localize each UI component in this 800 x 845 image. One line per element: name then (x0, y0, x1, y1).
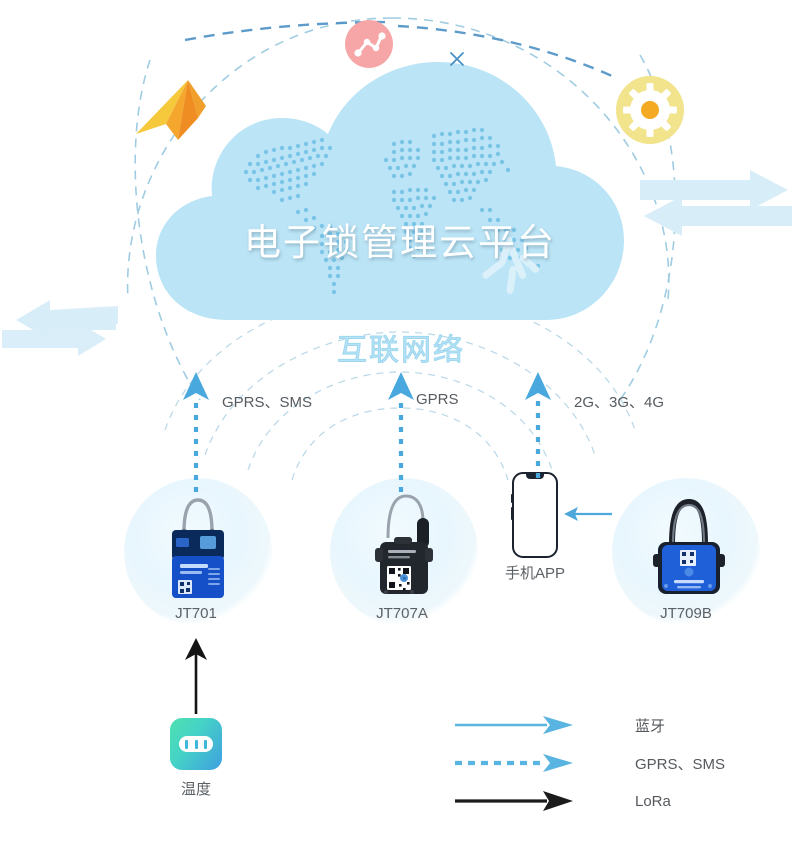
world-map-dots (243, 127, 541, 295)
temperature-bar (185, 739, 189, 749)
gear-icon (615, 75, 685, 150)
link-label-jt701: GPRS、SMS (222, 394, 313, 411)
temperature-display (179, 736, 213, 752)
device-label-jt701: JT701 (175, 605, 217, 622)
cloud-highlight-burst (482, 236, 540, 294)
exchange-arrows-left-pair (16, 300, 116, 340)
close-mark-icon (450, 52, 464, 66)
device-label-phone-app: 手机APP (504, 565, 565, 582)
link-label-jt709b: 2G、3G、4G (574, 394, 665, 411)
paper-plane-icon (136, 80, 206, 140)
device-jt707a[interactable] (366, 488, 444, 605)
legend-sample-dashed-blue (455, 753, 585, 773)
legend-row-gprs-sms: GPRS、SMS (455, 744, 775, 782)
temperature-bar (203, 739, 207, 749)
device-label-jt707a: JT707A (376, 605, 428, 622)
device-label-jt709b: JT709B (660, 605, 712, 622)
device-jt709b[interactable] (650, 488, 726, 605)
internet-network-label: 互联网络 (337, 334, 465, 368)
device-label-temperature: 温度 (180, 781, 211, 798)
exchange-arrows-right (640, 170, 792, 236)
device-temperature-sensor[interactable] (170, 718, 222, 770)
lora-arrow (185, 638, 207, 714)
link-label-jt707a: GPRS (416, 391, 459, 408)
phone-notch (526, 474, 544, 479)
legend-sample-solid-blue (455, 715, 585, 735)
phone-button-volume (510, 507, 514, 520)
legend-row-lora: LoRa (455, 782, 775, 820)
network-node-icon (343, 18, 395, 75)
legend-label-gprs-sms: GPRS、SMS (635, 755, 726, 773)
cloud-platform: 电子锁管理云平台 (150, 60, 650, 360)
temperature-bar (194, 739, 198, 749)
legend-label-lora: LoRa (635, 792, 671, 810)
bluetooth-arrow-to-phone (564, 507, 612, 521)
device-jt701[interactable] (160, 488, 236, 605)
phone-body (510, 472, 558, 558)
legend-sample-solid-black (455, 791, 585, 811)
page-title: 电子锁管理云平台 (244, 222, 556, 263)
legend: 蓝牙 GPRS、SMS LoRa (455, 706, 775, 820)
legend-row-bluetooth: 蓝牙 (455, 706, 775, 744)
legend-label-bluetooth: 蓝牙 (635, 717, 666, 735)
phone-button-mute (510, 494, 514, 503)
